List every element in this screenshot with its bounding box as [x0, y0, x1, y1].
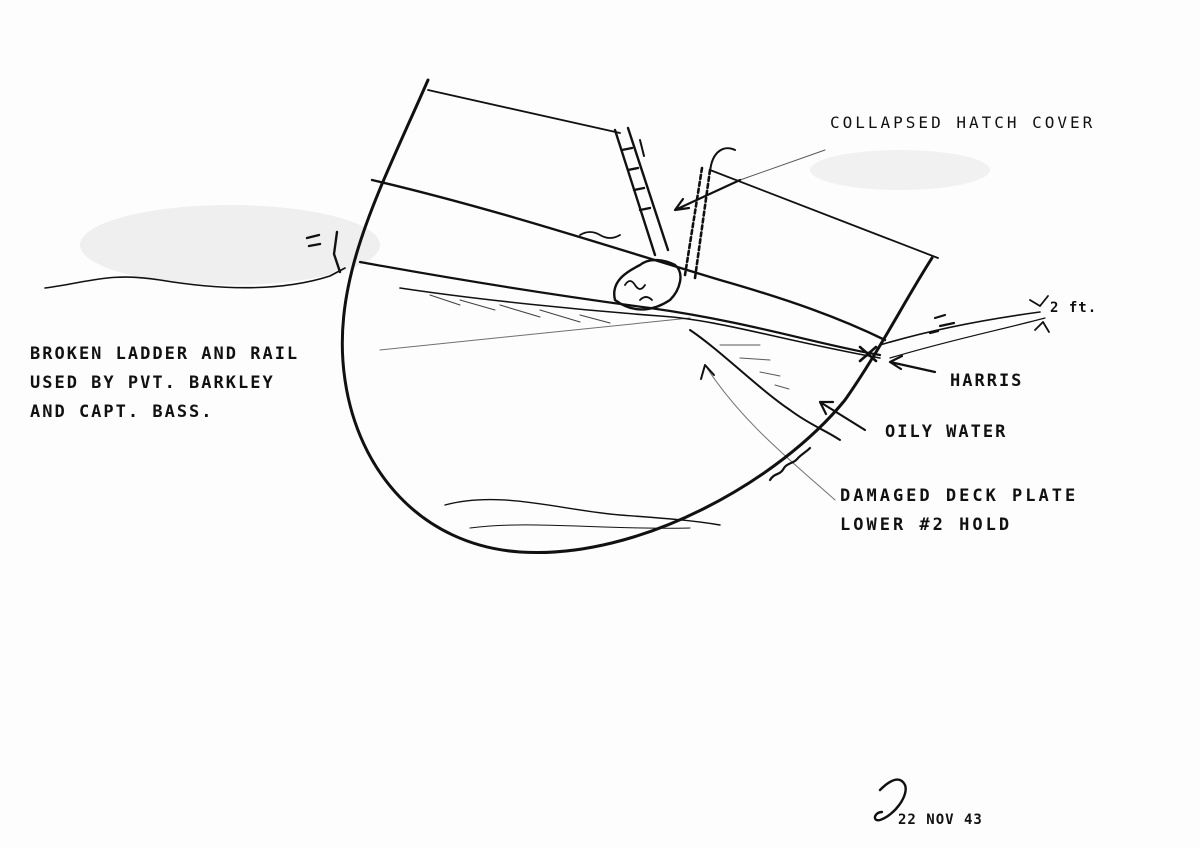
- signature-stroke: [873, 778, 907, 822]
- right-terrain-2: [889, 317, 1046, 359]
- label-broken-ladder-line-3: AND CAPT. BASS.: [30, 402, 214, 422]
- two-ft-arrows: [1029, 295, 1050, 333]
- label-broken-ladder-line-2: USED BY PVT. BARKLEY: [30, 373, 275, 393]
- rail-hook: [709, 147, 736, 173]
- hold-right-edge: [709, 169, 939, 259]
- smudge: [80, 205, 380, 285]
- rail-post: [683, 166, 712, 280]
- label-oily-water: OILY WATER: [885, 422, 1008, 442]
- ladder-leader: [379, 317, 691, 351]
- damaged-plate-scribble: [768, 446, 812, 482]
- smudge: [810, 150, 990, 190]
- oily-water-arrow: [818, 400, 867, 432]
- label-two-ft: 2 ft.: [1050, 300, 1098, 316]
- debris-marks: [579, 231, 653, 301]
- hold-top-edge: [427, 89, 621, 134]
- label-harris: HARRIS: [950, 371, 1024, 391]
- label-collapsed-hatch-cover: COLLAPSED HATCH COVER: [830, 113, 1096, 132]
- debris-clump: [613, 258, 682, 311]
- upper-deck-line: [370, 178, 887, 342]
- label-broken-ladder: BROKEN LADDER AND RAIL USED BY PVT. BARK…: [30, 340, 299, 427]
- hatch-cover-arrow: [673, 178, 742, 212]
- label-damaged-deck-plate-line-1: DAMAGED DECK PLATE: [840, 486, 1079, 506]
- water-hatching: [719, 344, 790, 390]
- harris-arrow: [888, 354, 937, 374]
- water-surface: [689, 329, 841, 441]
- label-damaged-deck-plate: DAMAGED DECK PLATE LOWER #2 HOLD: [840, 482, 1078, 540]
- hull-outline: [340, 78, 934, 555]
- harris-x-mark: [858, 345, 878, 363]
- label-damaged-deck-plate-line-2: LOWER #2 HOLD: [840, 515, 1013, 535]
- middle-deck-line: [358, 260, 882, 357]
- ladder: [613, 126, 670, 257]
- right-terrain: [879, 311, 1041, 346]
- oil-hatching-left: [429, 294, 611, 324]
- hatch-cover-leader: [739, 149, 826, 181]
- right-marks: [928, 313, 956, 335]
- ladder-top-rail: [639, 139, 645, 157]
- damaged-plate-leader: [704, 364, 836, 501]
- floor-line: [444, 498, 721, 526]
- terrain-line: [44, 267, 346, 289]
- floor-line-2: [469, 524, 691, 529]
- signature-date: 22 NOV 43: [898, 812, 983, 828]
- lower-deck-line: [399, 287, 881, 359]
- left-marks: [305, 230, 342, 274]
- damaged-plate-arrow: [700, 364, 715, 380]
- label-broken-ladder-line-1: BROKEN LADDER AND RAIL: [30, 344, 300, 364]
